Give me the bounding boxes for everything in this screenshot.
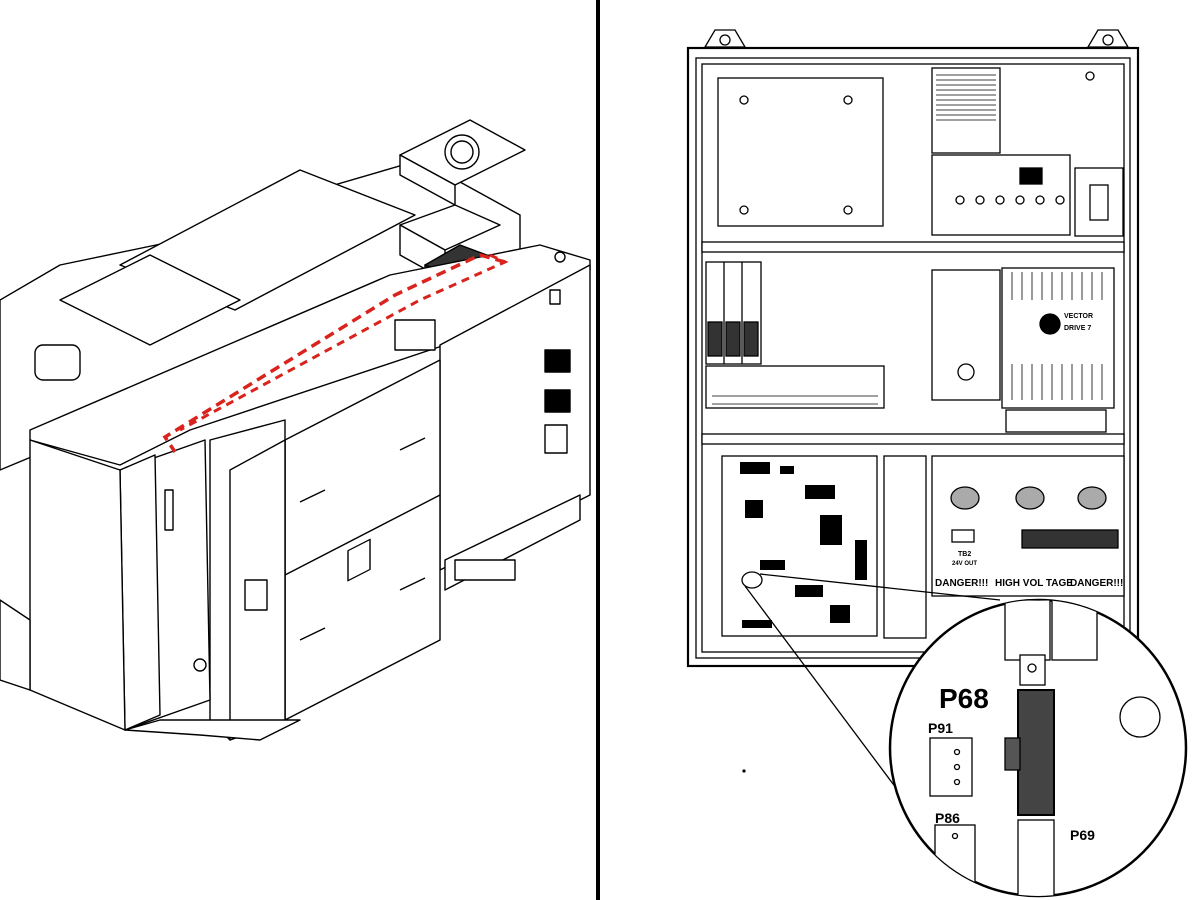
tb-label: TB2: [958, 551, 971, 558]
tb-sub-label: 24V OUT: [952, 561, 977, 567]
stray-dot: [742, 769, 746, 773]
danger-right-label: DANGER!!!: [1070, 578, 1123, 589]
danger-left-label: DANGER!!!: [935, 578, 988, 589]
zoom-p69-label: P69: [1070, 827, 1095, 843]
zoom-magnifier: P68 P91 P86 P69: [888, 598, 1188, 898]
terminal-strip: [712, 395, 878, 405]
electrical-cabinet: [686, 29, 1140, 668]
heatsink-fins-drive: [1011, 272, 1103, 400]
high-voltage-label: HIGH VOL TAGE: [995, 578, 1073, 589]
board-components: [740, 462, 867, 628]
heatsink-fins-top: [936, 74, 996, 121]
cable-route-dashed: [162, 253, 509, 453]
zoom-p68-label: P68: [939, 683, 989, 714]
drive-brand-label: VECTOR: [1064, 313, 1093, 320]
zoom-p86-label: P86: [935, 810, 960, 826]
zoom-p91-label: P91: [928, 720, 953, 736]
drive-model-label: DRIVE 7: [1064, 325, 1091, 332]
machine-isometric-view: [0, 119, 591, 741]
callout-leaders: [741, 571, 1001, 821]
